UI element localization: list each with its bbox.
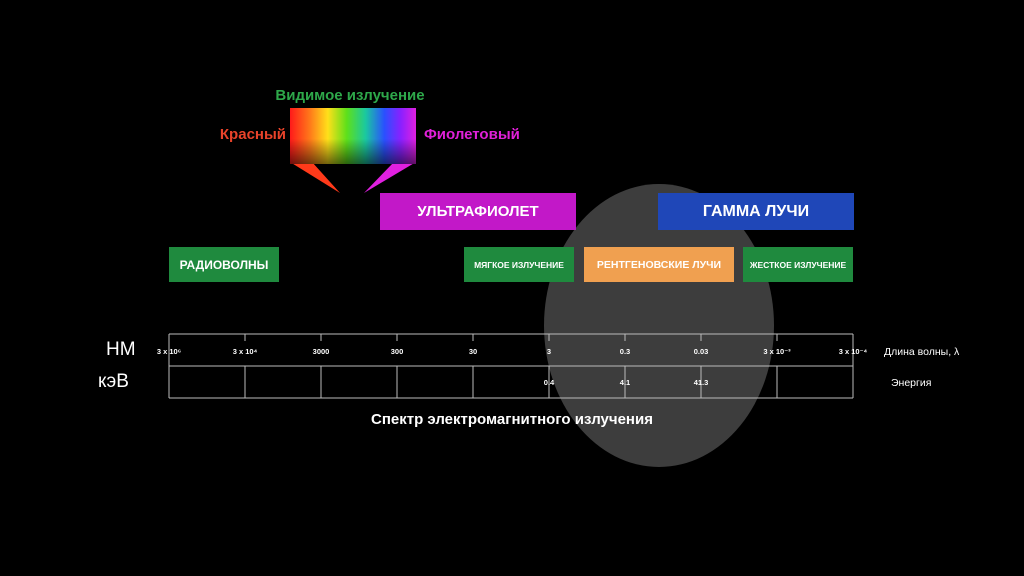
highlight-ellipse [544, 184, 774, 467]
visible-radiation-label: Видимое излучение [275, 87, 425, 104]
wavelength-tick-label: 3 x 10⁻³ [763, 347, 791, 356]
violet-label: Фиолетовый [424, 126, 520, 143]
wavelength-tick-label: 3 [546, 347, 552, 356]
wavelength-tick-label: 3 x 10⁴ [232, 347, 258, 356]
nm-unit-label: НМ [106, 339, 136, 360]
wavelength-tick-label: 30 [468, 347, 478, 356]
wavelength-tick-label: 300 [390, 347, 404, 356]
energy-caption: Энергия [891, 377, 932, 389]
ultraviolet-band: УЛЬТРАФИОЛЕТ [380, 193, 576, 230]
wavelength-tick-label: 3 x 10⁶ [156, 347, 182, 356]
wavelength-tick-label: 3 x 10⁻⁴ [838, 347, 868, 356]
kev-unit-label: кэВ [98, 371, 129, 392]
hard-radiation-band: ЖЕСТКОЕ ИЗЛУЧЕНИЕ [743, 247, 853, 282]
wavelength-tick-label: 0.3 [619, 347, 631, 356]
radio-waves-band: РАДИОВОЛНЫ [169, 247, 279, 282]
wavelength-caption: Длина волны, λ [884, 346, 960, 358]
wavelength-tick-label: 3000 [312, 347, 330, 356]
gamma-rays-band: ГАММА ЛУЧИ [658, 193, 854, 230]
energy-value-label: 41.3 [693, 378, 709, 387]
energy-value-label: 4.1 [619, 378, 631, 387]
red-pointer [290, 162, 340, 193]
energy-value-label: 0.4 [543, 378, 555, 387]
diagram-title: Спектр электромагнитного излучения [371, 411, 653, 428]
x-rays-band: РЕНТГЕНОВСКИЕ ЛУЧИ [584, 247, 734, 282]
red-label: Красный [219, 126, 286, 143]
violet-pointer [364, 162, 416, 193]
wavelength-tick-label: 0.03 [693, 347, 709, 356]
soft-radiation-band: МЯГКОЕ ИЗЛУЧЕНИЕ [464, 247, 574, 282]
